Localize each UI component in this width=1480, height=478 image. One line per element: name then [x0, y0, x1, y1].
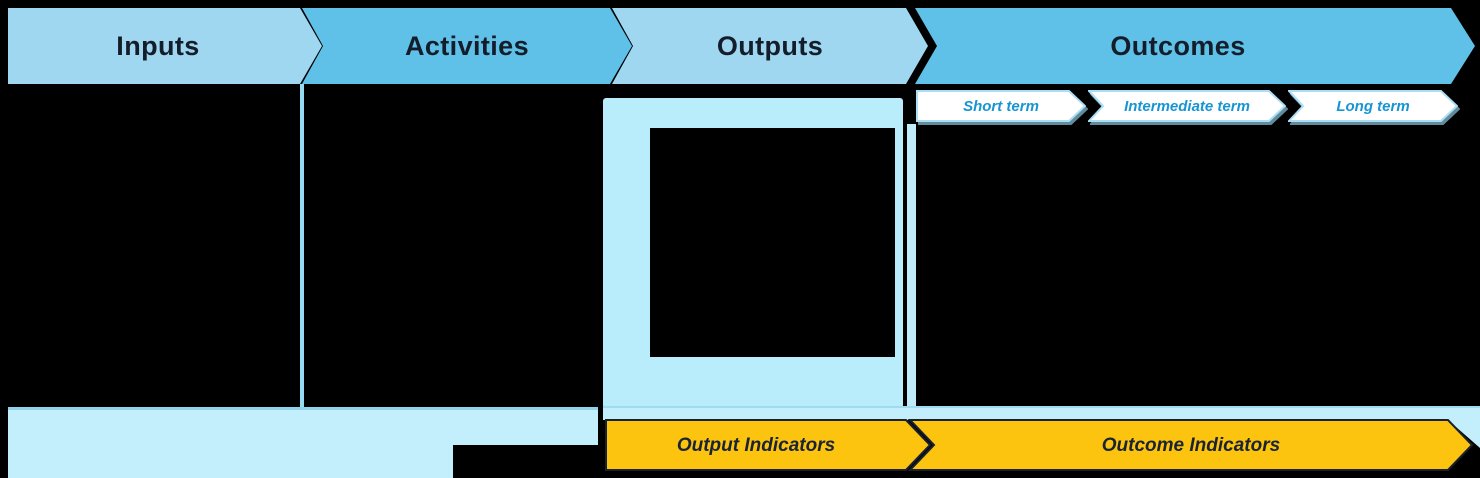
- bottom-panel-transparent-cutout: [453, 445, 598, 478]
- column-divider-inputs-activities: [300, 84, 304, 407]
- header-label-outcomes: Outcomes: [1110, 30, 1246, 61]
- outcome-term-intermediate-label: Intermediate term: [1124, 97, 1250, 115]
- header-banner-activities: Activities: [302, 8, 632, 84]
- column-divider-outputs-outcomes: [907, 124, 916, 414]
- indicator-arrows-graphic: [605, 419, 1474, 471]
- header-banner-outputs: Outputs: [612, 8, 928, 84]
- header-banner-outcomes: Outcomes: [915, 8, 1475, 84]
- outcome-term-intermediate: Intermediate term: [1088, 90, 1286, 122]
- long-term-arrow-shape: [1288, 90, 1458, 122]
- header-label-outputs: Outputs: [716, 30, 824, 61]
- header-label-inputs: Inputs: [116, 30, 200, 61]
- outputs-content-panel: [603, 98, 903, 408]
- output-indicators-arrow: [605, 419, 932, 471]
- outcome-term-long-label: Long term: [1336, 97, 1410, 115]
- header-label-activities: Activities: [404, 30, 530, 61]
- header-banner-inputs: Inputs: [8, 8, 322, 84]
- intermediate-term-arrow-polygon: [1088, 90, 1286, 122]
- outcome-indicators-arrow: [907, 419, 1474, 471]
- outcome-term-long: Long term: [1288, 90, 1458, 122]
- long-term-arrow-polygon: [1288, 90, 1458, 122]
- inputs-activities-bottom-panel: [8, 407, 598, 478]
- outcome-term-short: Short term: [916, 90, 1086, 122]
- outcome-term-short-label: Short term: [963, 97, 1039, 115]
- intermediate-term-arrow-shape: [1088, 90, 1286, 122]
- indicators-top-band: [603, 406, 1480, 420]
- output-indicators-label: Output Indicators: [676, 434, 836, 456]
- short-term-arrow-polygon: [916, 90, 1086, 122]
- short-term-arrow-shape: [916, 90, 1086, 122]
- outputs-panel-transparent-cutout: [650, 128, 895, 357]
- outcome-indicators-label: Outcome Indicators: [1101, 434, 1281, 456]
